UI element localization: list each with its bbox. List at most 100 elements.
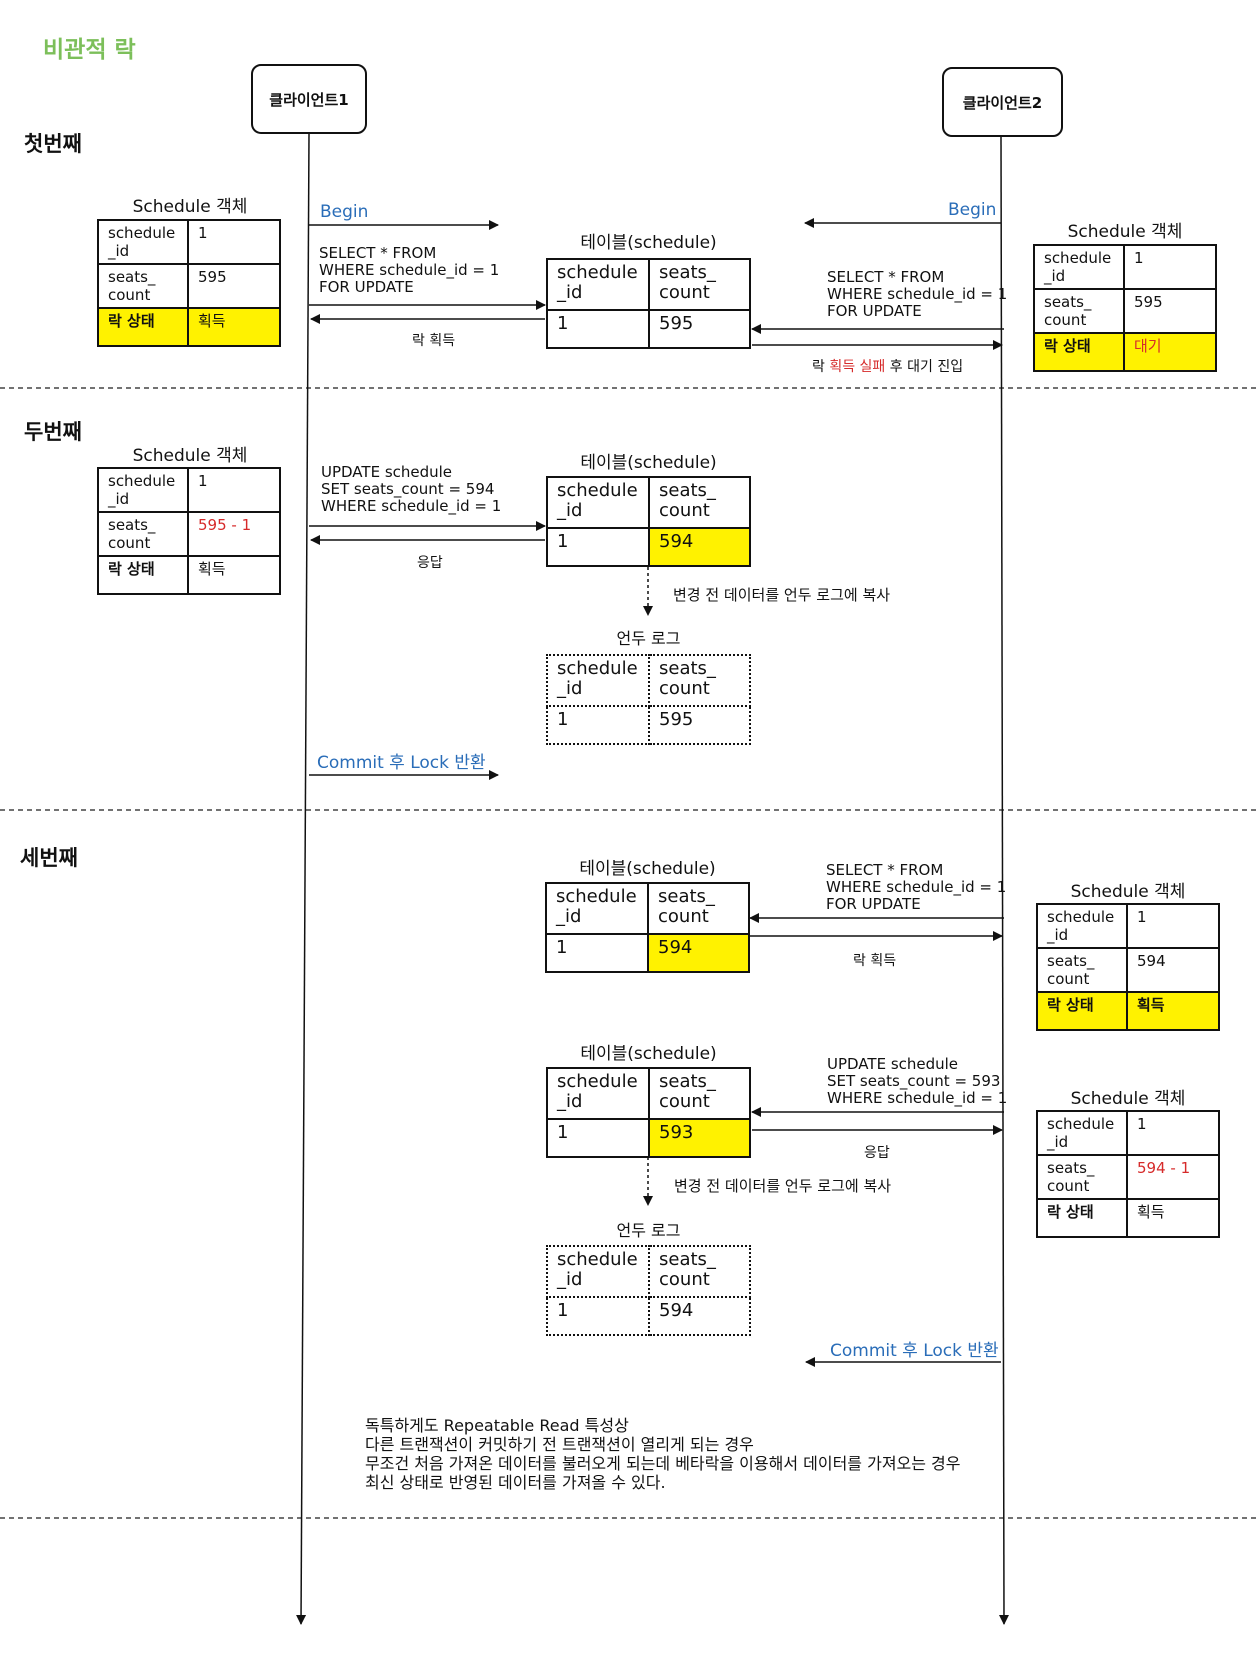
cell-id: 1 [546,527,650,567]
note-line: 무조건 처음 가져온 데이터를 불러오게 되는데 베타락을 이용해서 데이터를 … [365,1454,961,1473]
value-seats: 595 - 1 [187,511,281,557]
begin-label-2: Begin [948,200,997,220]
col-schedule-id: schedule _id [546,1245,650,1298]
sql-select-1: SELECT * FROM WHERE schedule_id = 1 FOR … [319,244,500,296]
field-lock-state: 락 상태 [97,307,189,347]
lock-acquired-label-2: 락 획득 [853,953,897,969]
value-seats: 595 [187,263,281,309]
response-label-1: 응답 [417,555,443,571]
lock-fail-pre: 락 [812,359,830,375]
note-line: 독특하게도 Repeatable Read 특성상 [365,1416,629,1435]
table-caption-s3b: 테이블(schedule) [580,1044,717,1064]
field-seats-count: seats_ count [1036,947,1128,993]
col-seats-count: seats_ count [648,476,751,529]
response-label-2: 응답 [864,1145,890,1161]
field-lock-state: 락 상태 [1033,332,1125,372]
lock-fail-label: 락 획득 실패 후 대기 진입 [812,356,963,376]
field-schedule-id: schedule _id [97,467,189,513]
section-second: 두번째 [24,420,82,444]
cell-seats: 594 [648,1296,751,1336]
commit-label-2: Commit 후 Lock 반환 [830,1341,999,1361]
cell-id: 1 [546,705,650,745]
field-seats-count: seats_ count [1036,1154,1128,1200]
col-seats-count: seats_ count [648,1245,751,1298]
field-lock-state: 락 상태 [1036,991,1128,1031]
note-line: 최신 상태로 반영된 데이터를 가져올 수 있다. [365,1473,666,1492]
field-schedule-id: schedule _id [1033,244,1125,290]
schedule-object-caption-2: Schedule 객체 [1067,222,1183,242]
value-id: 1 [1123,244,1217,290]
client2-box: 클라이언트2 [942,67,1063,137]
lock-fail-red: 획득 실패 [829,359,886,375]
cell-id: 1 [546,1118,650,1158]
field-seats-count: seats_ count [97,511,189,557]
cell-seats: 593 [648,1118,751,1158]
undo-copy-label-1: 변경 전 데이터를 언두 로그에 복사 [673,586,891,604]
table-caption-s2: 테이블(schedule) [580,453,717,473]
page-title: 비관적 락 [43,37,136,63]
undo-copy-label-2: 변경 전 데이터를 언두 로그에 복사 [674,1177,892,1195]
field-schedule-id: schedule _id [1036,1110,1128,1156]
field-schedule-id: schedule _id [97,219,189,265]
cell-seats: 594 [648,527,751,567]
value-lock: 획득 [1126,991,1220,1031]
table-caption-s1: 테이블(schedule) [580,233,717,253]
cell-seats: 595 [648,309,751,349]
value-id: 1 [187,219,281,265]
col-seats-count: seats_ count [648,654,751,707]
undo-log-caption-1: 언두 로그 [616,629,681,648]
field-seats-count: seats_ count [1033,288,1125,334]
col-schedule-id: schedule _id [546,654,650,707]
value-id: 1 [1126,1110,1220,1156]
col-schedule-id: schedule _id [546,1067,650,1120]
value-seats: 594 - 1 [1126,1154,1220,1200]
begin-label-1: Begin [320,202,369,222]
col-schedule-id: schedule _id [546,476,650,529]
col-seats-count: seats_ count [648,258,751,311]
section-third: 세번째 [20,846,78,870]
col-schedule-id: schedule _id [545,882,649,935]
sql-select-2: SELECT * FROM WHERE schedule_id = 1 FOR … [827,268,1008,320]
lock-fail-post: 후 대기 진입 [885,359,964,375]
cell-id: 1 [545,933,649,973]
sql-update-594: UPDATE schedule SET seats_count = 594 WH… [321,463,502,515]
field-seats-count: seats_ count [97,263,189,309]
schedule-object-caption-5: Schedule 객체 [1070,1089,1186,1109]
client1-box: 클라이언트1 [251,64,367,134]
col-seats-count: seats_ count [648,1067,751,1120]
lock-acquired-label-1: 락 획득 [412,333,456,349]
note-line: 다른 트랜잭션이 커밋하기 전 트랜잭션이 열리게 되는 경우 [365,1435,754,1454]
lifeline-client1 [296,133,310,1625]
value-seats: 595 [1123,288,1217,334]
value-id: 1 [187,467,281,513]
section-first: 첫번째 [24,132,82,156]
col-schedule-id: schedule _id [546,258,650,311]
repeatable-read-note: 독특하게도 Repeatable Read 특성상 다른 트랜잭션이 커밋하기 … [365,1416,1005,1492]
table-caption-s3a: 테이블(schedule) [579,859,716,879]
cell-seats: 594 [647,933,750,973]
undo-log-caption-2: 언두 로그 [616,1221,681,1240]
sql-select-3: SELECT * FROM WHERE schedule_id = 1 FOR … [826,861,1007,913]
value-lock: 획득 [1126,1198,1220,1238]
field-schedule-id: schedule _id [1036,903,1128,949]
cell-id: 1 [546,1296,650,1336]
schedule-object-caption-4: Schedule 객체 [1070,882,1186,902]
value-id: 1 [1126,903,1220,949]
schedule-object-caption: Schedule 객체 [132,197,248,217]
value-lock: 대기 [1123,332,1217,372]
field-lock-state: 락 상태 [97,555,189,595]
value-seats: 594 [1126,947,1220,993]
cell-seats: 595 [648,705,751,745]
sql-update-593: UPDATE schedule SET seats_count = 593 WH… [827,1055,1008,1107]
